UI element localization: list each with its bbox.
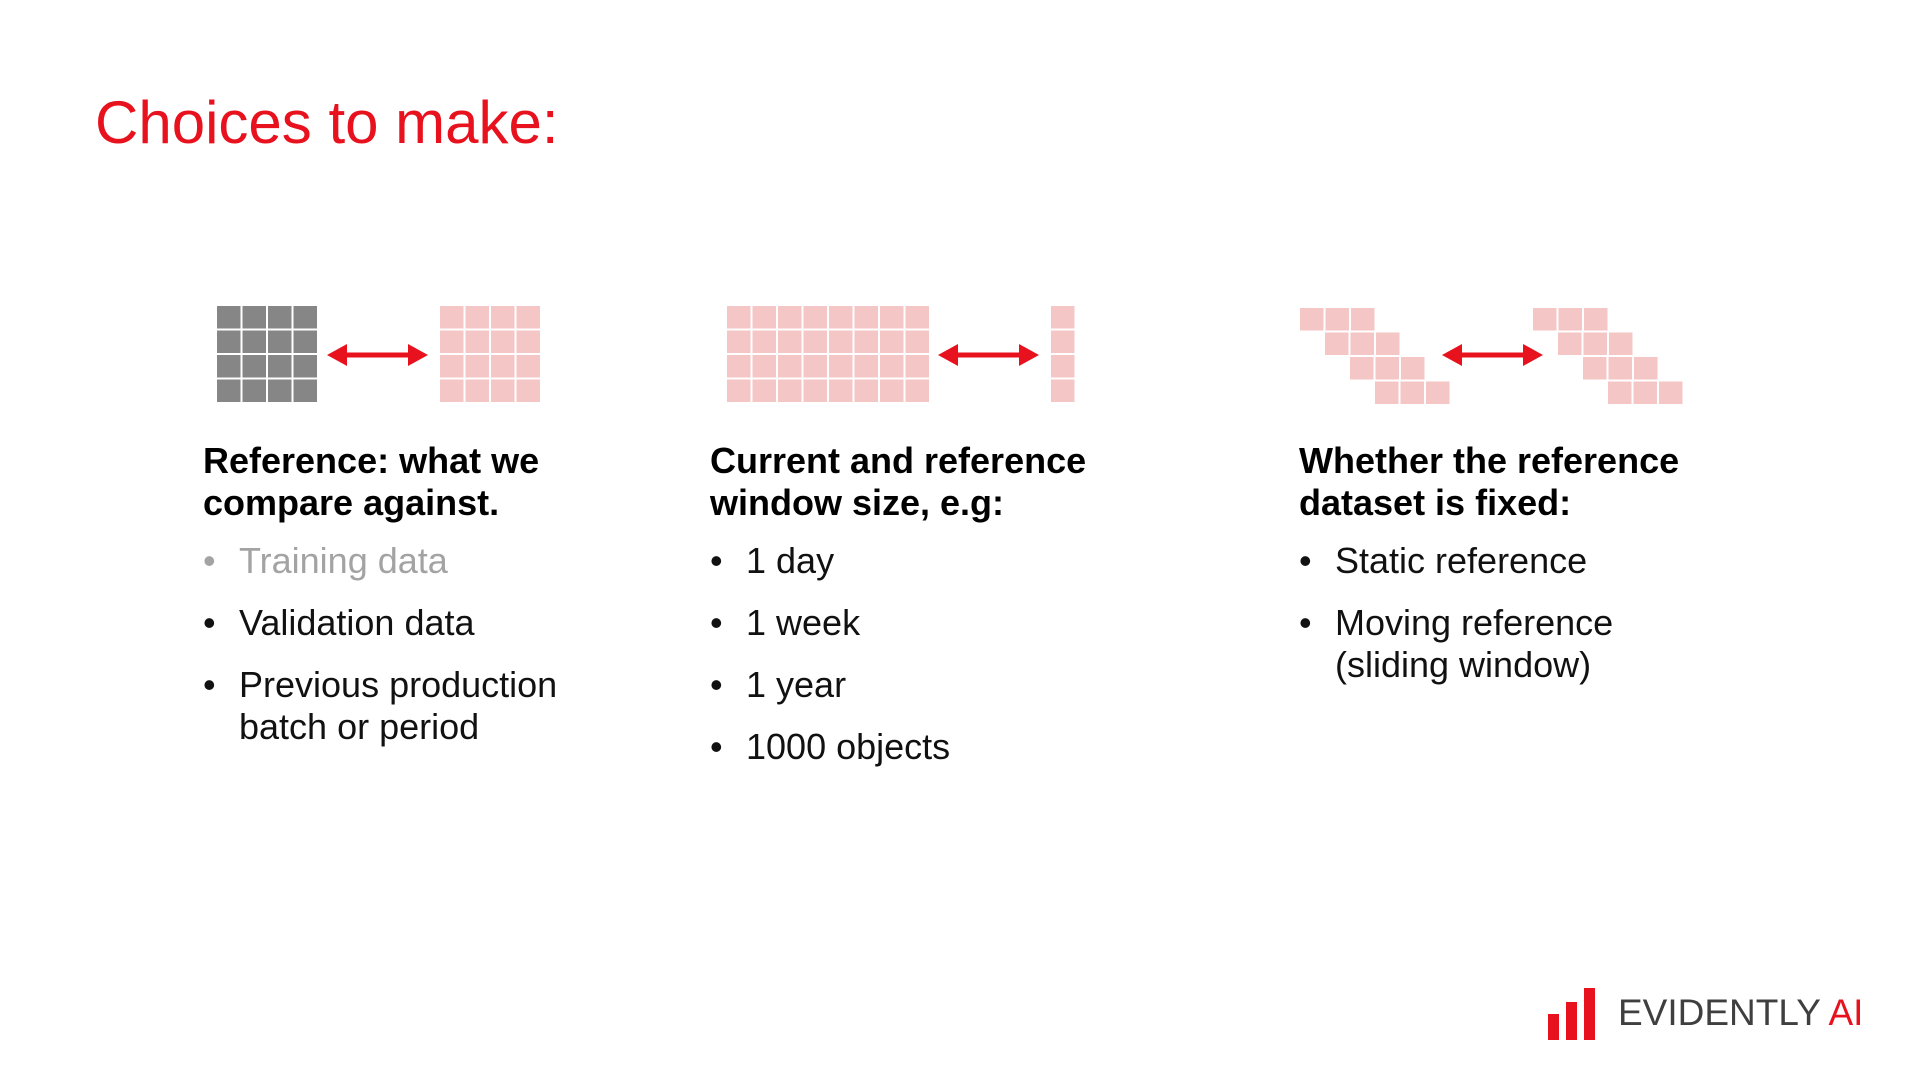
list-item: 1 day bbox=[710, 540, 1150, 582]
logo-name: EVIDENTLY bbox=[1618, 992, 1821, 1033]
column-heading: Whether the reference dataset is fixed: bbox=[1299, 440, 1680, 523]
double-arrow-icon bbox=[938, 344, 1039, 366]
bullet-list: Training data Validation data Previous p… bbox=[203, 540, 643, 748]
bar-chart-logo-icon bbox=[1548, 988, 1595, 1040]
bullet-list: Static reference Moving reference (slidi… bbox=[1299, 540, 1739, 686]
list-item: 1 year bbox=[710, 664, 1150, 706]
slide-title: Choices to make: bbox=[95, 89, 559, 156]
data-grid-icon bbox=[1533, 308, 1683, 404]
double-arrow-icon bbox=[1442, 344, 1543, 366]
logo-suffix: AI bbox=[1820, 992, 1864, 1033]
list-item: 1000 objects bbox=[710, 726, 1150, 768]
list-item: Training data bbox=[203, 540, 643, 582]
column-fixed-reference: Whether the reference dataset is fixed: … bbox=[1299, 440, 1739, 706]
illustration-window-size bbox=[727, 306, 1075, 402]
list-item: 1 week bbox=[710, 602, 1150, 644]
column-heading: Current and reference window size, e.g: bbox=[710, 440, 1087, 523]
list-item: Validation data bbox=[203, 602, 643, 644]
data-grid-icon bbox=[1051, 306, 1075, 402]
logo-wordmark: EVIDENTLY AI bbox=[1618, 992, 1863, 1034]
illustration-sliding-window bbox=[1300, 308, 1683, 404]
column-heading: Reference: what we compare against. bbox=[203, 440, 540, 523]
evidently-logo: EVIDENTLY AI bbox=[1546, 982, 1886, 1042]
list-item: Moving reference (sliding window) bbox=[1299, 602, 1739, 686]
data-grid-icon bbox=[440, 306, 540, 402]
bullet-list: 1 day 1 week 1 year 1000 objects bbox=[710, 540, 1150, 768]
column-reference: Reference: what we compare against. Trai… bbox=[203, 440, 643, 768]
illustration-reference bbox=[217, 306, 540, 402]
column-window-size: Current and reference window size, e.g: … bbox=[710, 440, 1150, 788]
list-item: Static reference bbox=[1299, 540, 1739, 582]
data-grid-icon bbox=[1300, 308, 1450, 404]
data-grid-icon bbox=[727, 306, 929, 402]
double-arrow-icon bbox=[327, 344, 428, 366]
illustrations bbox=[217, 306, 1683, 404]
list-item: Previous production batch or period bbox=[203, 664, 643, 748]
data-grid-icon bbox=[217, 306, 317, 402]
